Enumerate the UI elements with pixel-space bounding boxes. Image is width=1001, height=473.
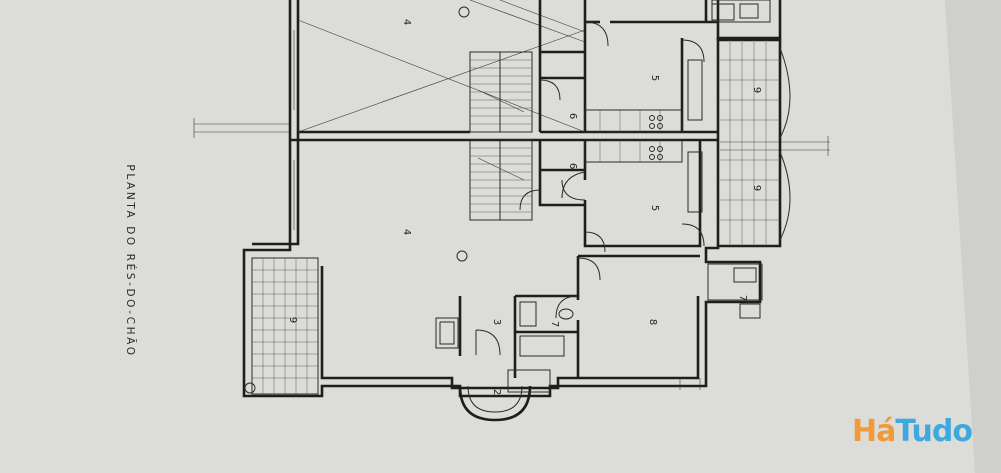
room-label: 5 [649,75,660,81]
entrance-porch [458,329,551,422]
terrace-left [244,257,319,395]
room-label: 7 [549,321,560,327]
room-label: 9 [751,87,762,93]
room-label: 7 [737,295,748,301]
room-label: 8 [647,319,658,325]
column-top [458,6,470,18]
watermark-part1: Há [852,413,896,449]
drawing-title-text: PLANTA DO RÉS-DO-CHÃO [124,163,136,358]
room-label: 4 [401,19,412,25]
watermark-part2: Tudo [895,413,973,449]
room-label: 6 [567,113,578,119]
room-label: 4 [401,229,412,235]
room-label: 3 [491,319,502,325]
room-label: 6 [567,163,578,169]
bathroom-fixtures [519,3,763,357]
drawing-title: PLANTA DO RÉS-DO-CHÃO [122,148,138,373]
paper-shadow [945,0,1001,473]
windows-left [293,30,701,390]
room-label: 5 [649,205,660,211]
column-bottom [456,250,468,262]
void-diagonal [297,29,586,133]
staircase-top [469,51,533,133]
room-label: 2 [491,389,502,395]
kitchen-top [584,59,703,133]
room-label: 9 [751,185,762,191]
staircase-bottom [469,139,533,221]
kitchen-bottom [584,139,703,213]
terrace-right [718,38,791,248]
outer-wall [242,0,782,398]
fireplace [435,317,459,349]
room-label: 9 [287,317,298,323]
door-swings [519,21,705,319]
